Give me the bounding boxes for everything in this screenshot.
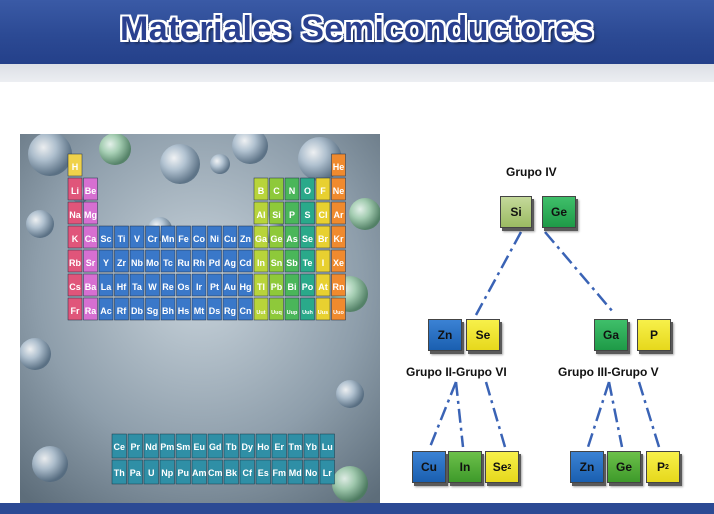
connector-top-to-right xyxy=(545,232,613,312)
tile-zn-2: Zn xyxy=(570,451,604,483)
tile-p: P xyxy=(637,319,671,351)
tile-p2-subscript: 2 xyxy=(665,464,669,471)
connector-left-to-se2 xyxy=(486,382,505,447)
connector-right-to-p2 xyxy=(639,382,659,447)
label-grupo-ii-vi: Grupo II-Grupo VI xyxy=(406,365,507,379)
tile-se2-subscript: 2 xyxy=(507,464,511,471)
tile-ge-2: Ge xyxy=(607,451,641,483)
tile-se2: Se2 xyxy=(485,451,519,483)
tile-p2-symbol: P xyxy=(657,460,665,474)
connector-left-to-in xyxy=(456,382,463,447)
connector-right-to-zn xyxy=(588,382,609,447)
tile-cu: Cu xyxy=(412,451,446,483)
tile-se: Se xyxy=(466,319,500,351)
tile-p2: P2 xyxy=(646,451,680,483)
tile-se2-symbol: Se xyxy=(493,460,508,474)
connector-top-to-left xyxy=(476,232,521,315)
label-grupo-iii-v: Grupo III-Grupo V xyxy=(558,365,659,379)
tile-ge: Ge xyxy=(542,196,576,228)
tile-ga: Ga xyxy=(594,319,628,351)
tile-zn: Zn xyxy=(428,319,462,351)
connector-left-to-cu xyxy=(430,382,456,447)
tile-in: In xyxy=(448,451,482,483)
bottom-bar xyxy=(0,503,714,514)
connector-right-to-ge xyxy=(609,382,622,447)
tile-si: Si xyxy=(500,196,532,228)
label-grupo-iv: Grupo IV xyxy=(506,165,557,179)
